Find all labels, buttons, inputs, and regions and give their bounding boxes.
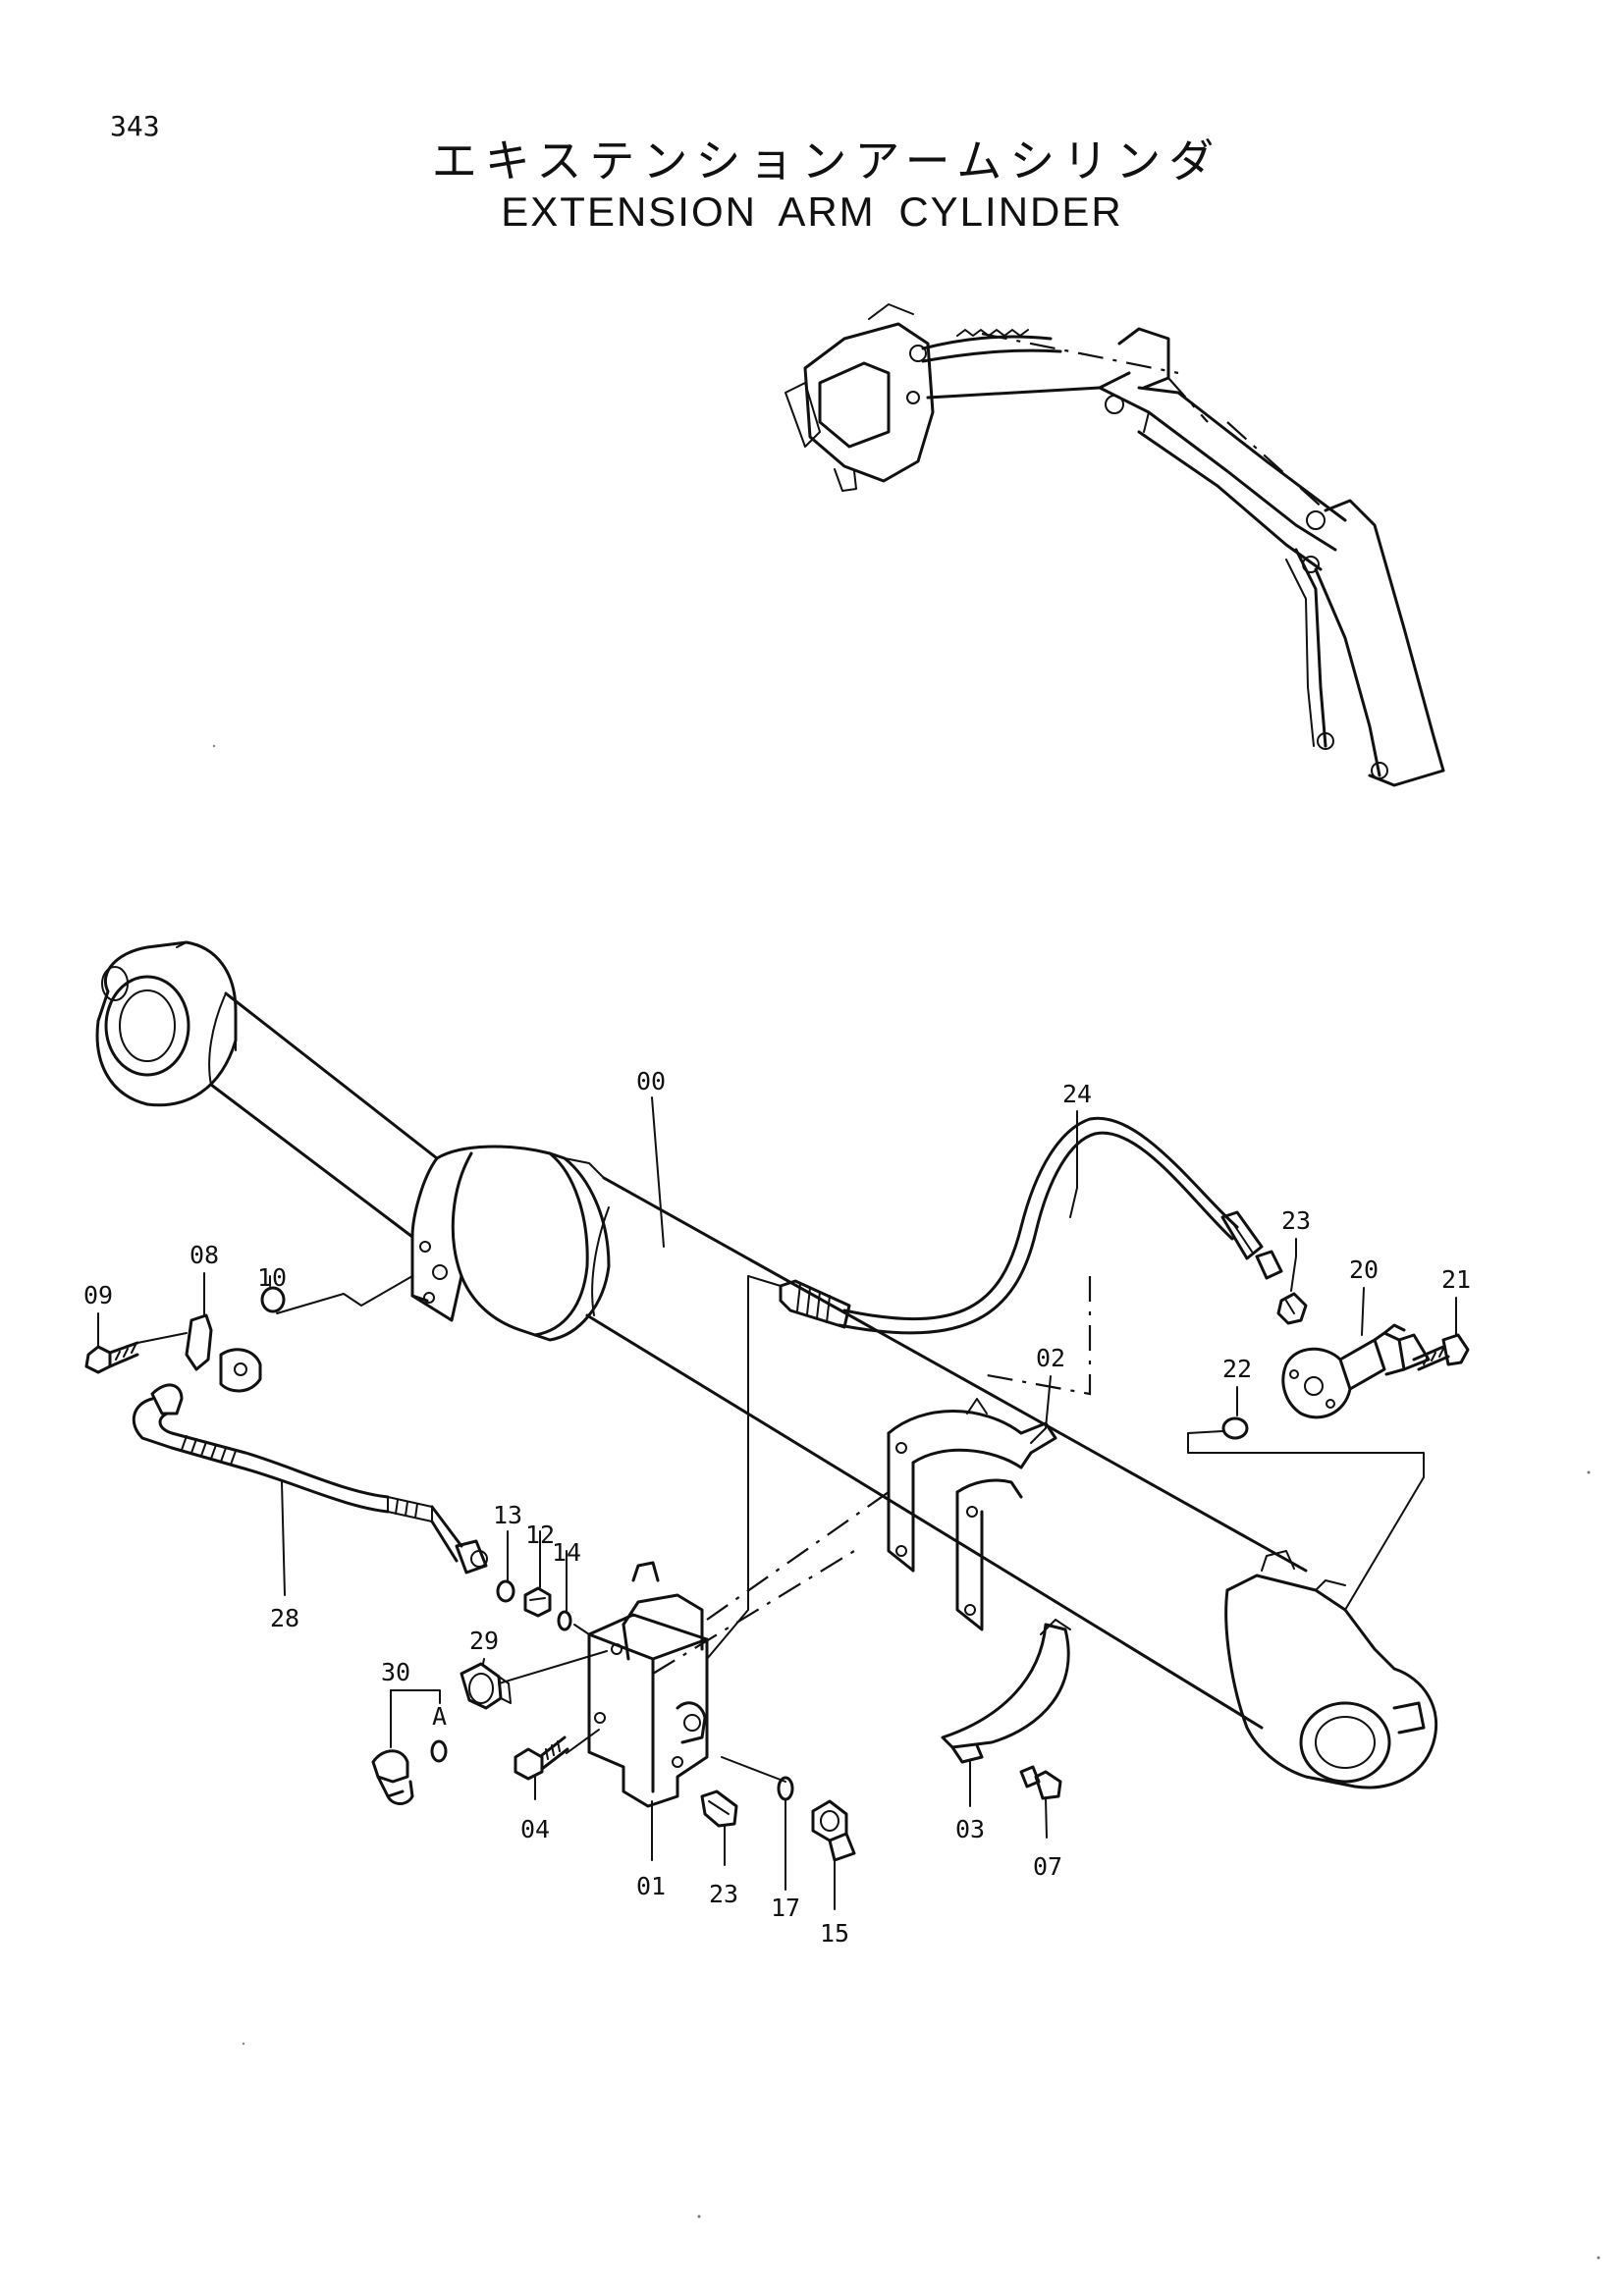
page-title-english: EXTENSION ARM CYLINDER [501,188,1123,235]
boom-arm-overview [926,327,1445,787]
flange-clamp-08 [185,1313,262,1393]
o-ring-10 [260,1286,286,1313]
callout-08: 08 [189,1241,219,1269]
callout-17: 17 [771,1894,800,1922]
callout-02: 02 [1036,1344,1065,1372]
bolt-09 [84,1341,139,1374]
callout-a: A [432,1702,447,1731]
cylinder-head [410,1145,611,1342]
leader-lines [97,1096,1457,1910]
hydraulic-hoses-overview [921,329,1062,363]
callout-30: 30 [381,1658,410,1686]
extension-arm-cylinder [95,940,1438,1789]
callout-28: 28 [270,1604,299,1632]
callout-29: 29 [469,1627,499,1655]
bolt-07 [1019,1765,1062,1800]
callout-23-upper: 23 [1281,1206,1311,1235]
callout-22: 22 [1222,1355,1252,1383]
callout-00: 00 [636,1067,666,1095]
valve-block-01 [587,1561,709,1808]
flange-fitting-20 [1281,1323,1431,1419]
callout-labels: 00 24 23 20 21 08 09 10 02 22 28 13 12 1… [83,1067,1471,1948]
callout-12: 12 [525,1521,555,1549]
o-ring-22 [1221,1416,1249,1440]
hose-28 [132,1383,488,1575]
plug-15 [811,1799,856,1862]
callout-04: 04 [520,1815,550,1843]
page-number: 343 [110,110,160,142]
callout-14: 14 [552,1538,581,1567]
clamp-half-03 [941,1619,1071,1764]
callout-07: 07 [1033,1852,1062,1881]
callout-01: 01 [636,1872,666,1900]
elbow-fitting-30 [371,1749,414,1805]
callout-03: 03 [955,1815,985,1843]
callout-24: 24 [1062,1080,1092,1108]
fitting-23-upper [1276,1292,1308,1325]
callout-13: 13 [493,1501,522,1529]
excavator-arm-overview [785,303,1445,787]
o-ring-13 [496,1579,515,1603]
callout-23-lower: 23 [709,1880,738,1908]
callout-09: 09 [83,1281,113,1309]
bolt-04 [514,1735,569,1781]
cylinder-tube [585,1176,1308,1730]
callout-15: 15 [820,1919,849,1948]
o-ring-14 [557,1610,572,1631]
hose-24 [779,1116,1283,1335]
callout-21: 21 [1441,1265,1471,1294]
callout-10: 10 [257,1263,287,1292]
scan-specks [212,744,1600,2260]
bolt-21 [1412,1333,1470,1371]
fitting-12 [523,1586,552,1618]
rod-end-eye [95,940,238,1107]
attachment-head [785,303,935,492]
fitting-23-lower [700,1789,738,1828]
plug-29 [460,1662,512,1710]
cylinder-rod [208,991,439,1239]
cylinder-bottom-end [1224,1550,1438,1789]
page-title-japanese: エキステンションアームシリンダ [431,134,1222,187]
callout-20: 20 [1349,1255,1379,1284]
clamp-band-02 [887,1398,1057,1631]
o-ring-a [430,1739,448,1763]
